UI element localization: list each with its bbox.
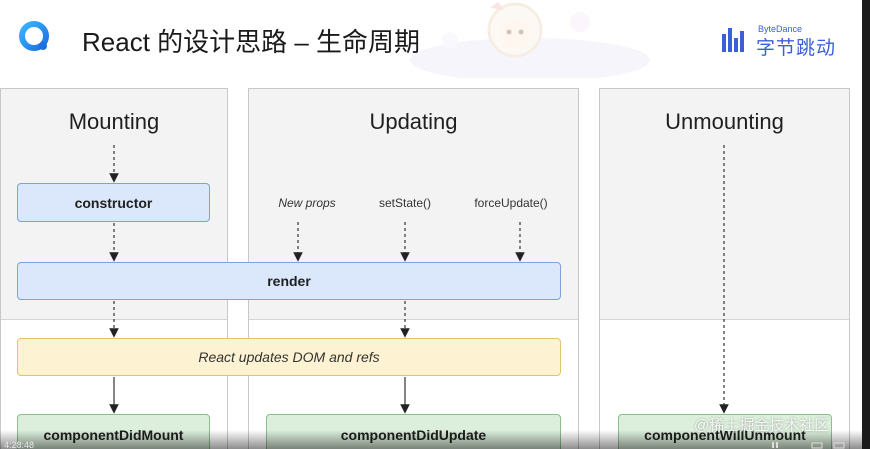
q-ring-logo-icon	[19, 21, 49, 51]
component-will-unmount-box: componentWillUnmount	[618, 414, 832, 449]
video-overlay	[0, 430, 862, 449]
slide-header: React 的设计思路 – 生命周期 ByteDance 字节跳动	[0, 0, 870, 78]
brand-name-chinese: 字节跳动	[756, 38, 837, 59]
trigger-set-state: setState()	[378, 196, 432, 210]
watermark: @稀土掘金技术社区	[694, 417, 830, 434]
trigger-force-update: forceUpdate()	[474, 196, 548, 210]
component-did-mount-box: componentDidMount	[17, 414, 210, 449]
render-box: render	[17, 262, 561, 300]
react-updates-dom-box: React updates DOM and refs	[17, 338, 561, 376]
astronaut-mascot-icon	[410, 2, 650, 78]
component-did-update-box: componentDidUpdate	[266, 414, 561, 449]
phase-title-updating: Updating	[369, 109, 458, 134]
trigger-new-props: New props	[278, 196, 336, 210]
phase-title-unmounting: Unmounting	[665, 109, 784, 134]
phase-unmounting: Unmounting	[599, 88, 850, 449]
phase-title-mounting: Mounting	[68, 109, 160, 134]
constructor-box: constructor	[17, 183, 210, 222]
brand-name-latin: ByteDance	[758, 24, 803, 34]
bytedance-brand: ByteDance 字节跳动	[722, 24, 842, 59]
video-timecode: 4:28:48	[4, 440, 35, 449]
right-edge-strip	[862, 0, 870, 449]
player-controls-icon[interactable]	[772, 441, 852, 449]
page-title: React 的设计思路 – 生命周期	[82, 27, 421, 57]
bytedance-logo-icon	[722, 28, 744, 52]
